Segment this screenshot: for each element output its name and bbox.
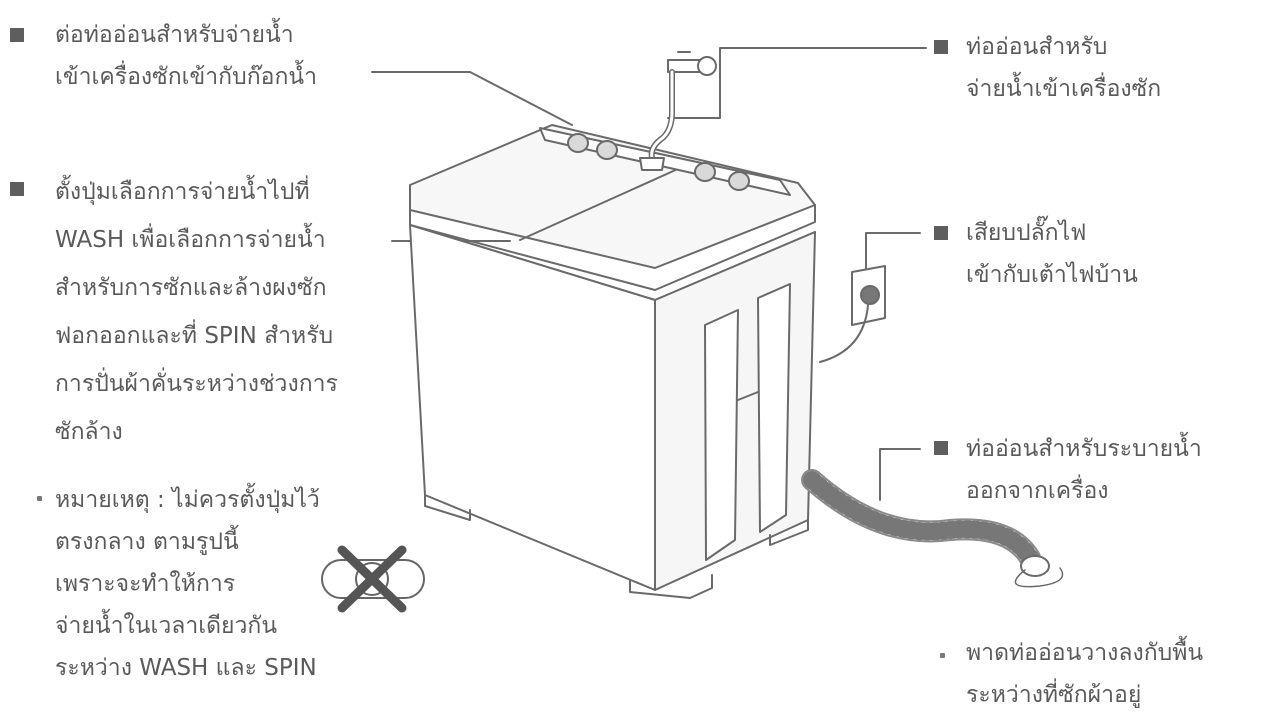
note-line: จ่ายน้ำเข้าเครื่องซัก	[966, 76, 1162, 102]
note-drain-place: พาดท่ออ่อนวางลงกับพื้น ระหว่างที่ซักผ้าอ…	[966, 632, 1203, 716]
note-line: เข้าเครื่องซักเข้ากับก๊อกน้ำ	[55, 64, 318, 90]
leader-plug	[865, 232, 921, 271]
foot	[629, 574, 713, 599]
note-inlet-hose: ท่ออ่อนสำหรับ จ่ายน้ำเข้าเครื่องซัก	[966, 26, 1161, 110]
knob	[596, 140, 618, 160]
note-inlet-connect: ต่อท่ออ่อนสำหรับจ่ายน้ำ เข้าเครื่องซักเข…	[55, 14, 317, 98]
note-line: ตรงกลาง ตามรูปนี้	[55, 529, 239, 555]
note-line: พาดท่ออ่อนวางลงกับพื้น	[966, 640, 1204, 666]
note-drain-hose: ท่ออ่อนสำหรับระบายน้ำ ออกจากเครื่อง	[966, 428, 1202, 512]
side-vent	[757, 283, 791, 533]
note-line: จ่ายน้ำในเวลาเดียวกัน	[55, 613, 278, 639]
note-line: เสียบปลั๊กไฟ	[966, 220, 1087, 246]
knob	[567, 133, 589, 153]
prohibited-selector-icon	[321, 545, 425, 613]
hose-cord	[1014, 567, 1064, 588]
note-line: ฟอกออกและที่ SPIN สำหรับ	[55, 323, 334, 349]
foot	[424, 494, 471, 521]
leader-inlet-connect	[371, 71, 573, 126]
note-plug: เสียบปลั๊กไฟ เข้ากับเต้าไฟบ้าน	[966, 212, 1138, 296]
knob	[694, 162, 716, 182]
dot-bullet-icon	[37, 496, 42, 501]
dot-bullet-icon	[940, 653, 945, 658]
foot	[769, 519, 809, 546]
hose-end	[1020, 555, 1050, 577]
note-line: ตั้งปุ่มเลือกการจ่ายน้ำไปที่	[55, 179, 310, 205]
square-bullet-icon	[10, 28, 24, 42]
square-bullet-icon	[10, 182, 24, 196]
note-line: ท่ออ่อนสำหรับ	[966, 34, 1108, 60]
hose-connector	[639, 157, 665, 171]
note-selector: ตั้งปุ่มเลือกการจ่ายน้ำไปที่ WASH เพื่อเ…	[55, 168, 338, 456]
note-line: การปั่นผ้าคั่นระหว่างช่วงการ	[55, 371, 338, 397]
note-line: WASH เพื่อเลือกการจ่ายน้ำ	[55, 227, 326, 253]
leader-drain	[879, 448, 921, 501]
note-line: ต่อท่ออ่อนสำหรับจ่ายน้ำ	[55, 22, 294, 48]
note-line: ระหว่าง WASH และ SPIN	[55, 655, 317, 681]
power-cord	[819, 304, 869, 363]
note-line: เพราะจะทำให้การ	[55, 571, 236, 597]
square-bullet-icon	[934, 226, 948, 240]
note-line: ออกจากเครื่อง	[966, 478, 1109, 504]
square-bullet-icon	[934, 441, 948, 455]
side-vent	[704, 309, 739, 561]
note-line: สำหรับการซักและล้างผงซัก	[55, 275, 327, 301]
note-line: ท่ออ่อนสำหรับระบายน้ำ	[966, 436, 1202, 462]
square-bullet-icon	[934, 40, 948, 54]
note-line: ซักล้าง	[55, 419, 123, 445]
knob	[728, 171, 750, 191]
leader-inlet-hose	[667, 47, 927, 119]
note-line: ระหว่างที่ซักผ้าอยู่	[966, 682, 1142, 708]
note-line: หมายเหตุ : ไม่ควรตั้งปุ่มไว้	[55, 487, 320, 513]
note-line: เข้ากับเต้าไฟบ้าน	[966, 262, 1138, 288]
lid-divider	[519, 167, 681, 241]
note-caution: หมายเหตุ : ไม่ควรตั้งปุ่มไว้ ตรงกลาง ตาม…	[55, 479, 320, 689]
